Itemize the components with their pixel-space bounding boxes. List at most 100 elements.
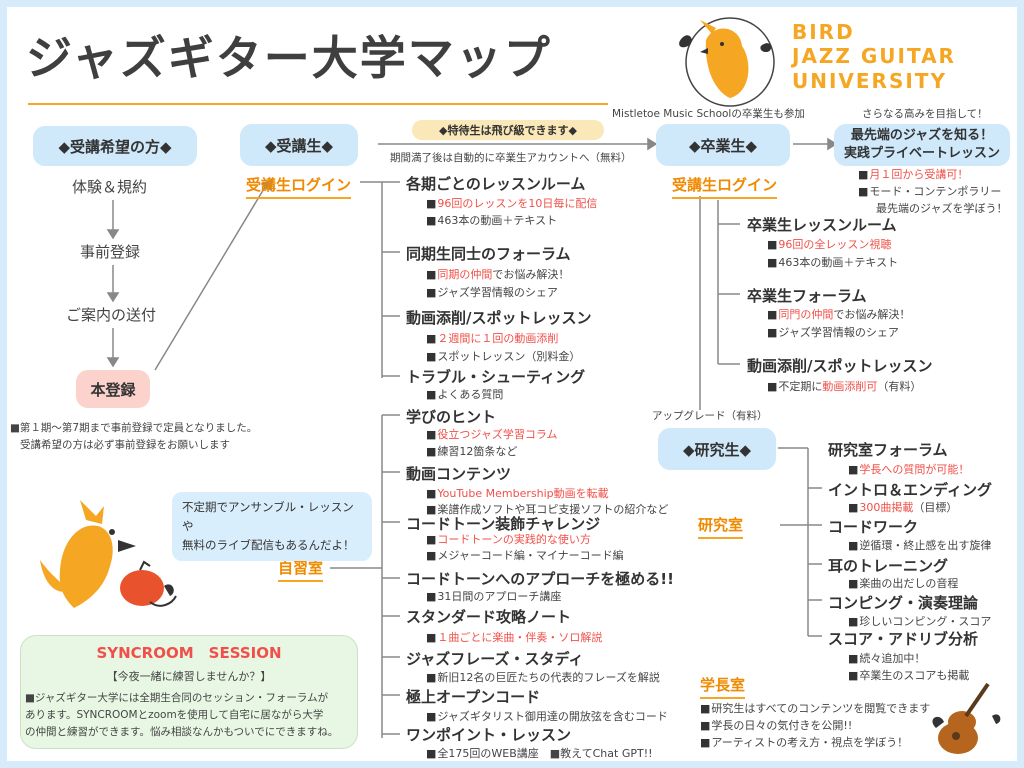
grad-forum-title: 卒業生フォーラム bbox=[747, 287, 867, 305]
preregister-note: 受講希望の方は必ず事前登録をお願いします bbox=[20, 439, 230, 451]
video-review-item-1: ２週間に１回の動画添削 bbox=[426, 330, 558, 346]
intro-ending-title: イントロ＆エンディング bbox=[828, 481, 992, 499]
hints-title: 学びのヒント bbox=[406, 408, 497, 426]
applicant-pill: ◆受講希望の方◆ bbox=[33, 126, 197, 166]
ear-training-item-1: 楽曲の出だしの音程 bbox=[848, 575, 958, 591]
intro-ending-item-1: 300曲掲載（目標） bbox=[848, 499, 957, 515]
president-room-label: 学長室 bbox=[700, 674, 746, 699]
step-trial: 体験＆規約 bbox=[72, 178, 148, 196]
self-study-room-label: 自習室 bbox=[278, 557, 324, 582]
comping-title: コンピング・演奏理論 bbox=[828, 594, 979, 612]
lesson-room-item-1: 96回のレッスンを10日毎に配信 bbox=[426, 195, 597, 211]
mistletoe-note: Mistletoe Music Schoolの卒業生も参加 bbox=[612, 108, 805, 120]
hints-item-1: 役立つジャズ学習コラム bbox=[426, 426, 558, 442]
logo-text-line-1: BIRD bbox=[792, 20, 855, 44]
chord-work-item-1: 逆循環・終止感を出す旋律 bbox=[848, 537, 991, 553]
score-analysis-item-1: 続々追加中！ bbox=[848, 650, 925, 666]
comping-item-1: 珍しいコンピング・スコア bbox=[848, 613, 991, 629]
one-point-item-1: 全175回のWEB講座 ■教えてChat GPT!! bbox=[426, 745, 653, 761]
president-item-2: 学長の日々の気付きを公開!! bbox=[700, 717, 852, 733]
research-forum-item-1: 学長への質問が可能！ bbox=[848, 461, 969, 477]
chordtone-challenge-item-2: メジャーコード編・マイナーコード編 bbox=[426, 547, 624, 563]
president-item-3: アーティストの考え方・視点を学ぼう！ bbox=[700, 734, 908, 750]
lesson-room-title: 各期ごとのレッスンルーム bbox=[406, 175, 586, 193]
bird-mascot-icon bbox=[40, 500, 177, 608]
grad-lesson-room-title: 卒業生レッスンルーム bbox=[747, 216, 897, 234]
session-body-line-1: ■ジャズギター大学には全期生合同のセッション・フォーラムが bbox=[25, 692, 329, 704]
upgrade-note: アップグレード（有料） bbox=[652, 410, 768, 422]
bird-logo-icon bbox=[679, 20, 772, 98]
private-lesson-pill: 最先端のジャズを知る！ 実践プライベートレッスン bbox=[834, 124, 1010, 166]
private-item-2: モード・コンテンポラリー bbox=[858, 183, 1001, 199]
hints-item-2: 練習12箇条など bbox=[426, 443, 517, 459]
bubble-line-2: 無料のライブ配信もあるんだよ！ bbox=[182, 538, 355, 552]
open-chord-item-1: ジャズギタリスト御用達の開放弦を含むコード bbox=[426, 708, 668, 724]
step-guide: ご案内の送付 bbox=[66, 306, 157, 324]
student-login-link[interactable]: 受講生ログイン bbox=[246, 174, 352, 199]
research-room-label: 研究室 bbox=[698, 514, 744, 539]
phrase-study-title: ジャズフレーズ・スタディ bbox=[406, 650, 584, 668]
video-content-item-1: YouTube Membership動画を転載 bbox=[426, 485, 609, 501]
graduate-login-link[interactable]: 受講生ログイン bbox=[672, 174, 778, 199]
grad-video-review-item-1: 不定期に動画添削可（有料） bbox=[767, 378, 921, 394]
lesson-room-item-2: 463本の動画＋テキスト bbox=[426, 212, 557, 228]
one-point-title: ワンポイント・レッスン bbox=[406, 726, 572, 744]
graduate-pill: ◆卒業生◆ bbox=[656, 124, 790, 166]
session-body-line-2: あります。SYNCROOMとzoomを使用して自宅に居ながら大学 bbox=[25, 709, 324, 721]
step-preregister: 事前登録 bbox=[80, 243, 141, 261]
ear-training-title: 耳のトレーニング bbox=[828, 557, 949, 575]
page-title: ジャズギター大学マップ bbox=[26, 31, 552, 85]
logo-text-line-2: JAZZ GUITAR bbox=[792, 44, 956, 68]
forum-title: 同期生同士のフォーラム bbox=[406, 245, 571, 263]
auto-graduate-note: 期間満了後は自動的に卒業生アカウントへ（無料） bbox=[390, 152, 632, 164]
chordtone-challenge-item-1: コードトーンの実践的な使い方 bbox=[426, 531, 591, 547]
logo-text-line-3: UNIVERSITY bbox=[792, 69, 947, 93]
approach-title: コードトーンへのアプローチを極める!! bbox=[406, 570, 674, 588]
guitar-icon bbox=[932, 682, 1001, 754]
president-item-1: 研究生はすべてのコンテンツを閲覧できます bbox=[700, 700, 930, 716]
capacity-note: ■第１期〜第7期まで事前登録で定員となりました。 bbox=[10, 422, 258, 434]
private-lesson-line-2: 実践プライベートレッスン bbox=[843, 146, 1000, 161]
forum-item-2: ジャズ学習情報のシェア bbox=[426, 284, 558, 300]
approach-item-1: 31日間のアプローチ講座 bbox=[426, 588, 561, 604]
score-analysis-title: スコア・アドリブ分析 bbox=[828, 630, 979, 648]
session-body: ■ジャズギター大学には全期生合同のセッション・フォーラムが あります。SYNCR… bbox=[25, 690, 338, 741]
bubble-line-1: 不定期でアンサンブル・レッスンや bbox=[182, 500, 354, 533]
session-body-line-3: の仲間と練習ができます。悩み相談なんかもついでにできますね。 bbox=[25, 726, 339, 738]
troubleshooting-item-1: よくある質問 bbox=[426, 386, 503, 402]
chordtone-challenge-title: コードトーン装飾チャレンジ bbox=[406, 515, 601, 533]
student-pill: ◆受講生◆ bbox=[240, 124, 358, 166]
private-item-1: 月１回から受講可！ bbox=[858, 166, 968, 182]
special-student-pill: ◆特待生は飛び級できます◆ bbox=[412, 120, 604, 140]
grad-forum-item-1: 同門の仲間でお悩み解決！ bbox=[767, 306, 910, 322]
session-subtitle: 【今夜一緒に練習しませんか？】 bbox=[106, 670, 272, 683]
score-analysis-item-2: 卒業生のスコアも掲載 bbox=[848, 667, 969, 683]
troubleshooting-title: トラブル・シューティング bbox=[406, 368, 586, 386]
title-underline bbox=[28, 103, 608, 105]
register-pill: 本登録 bbox=[76, 370, 150, 408]
video-review-title: 動画添削/スポットレッスン bbox=[406, 309, 592, 327]
chord-work-title: コードワーク bbox=[828, 518, 919, 536]
grad-video-review-title: 動画添削/スポットレッスン bbox=[747, 357, 933, 375]
grad-lesson-room-item-2: 463本の動画＋テキスト bbox=[767, 254, 898, 270]
speech-bubble: 不定期でアンサンブル・レッスンや 無料のライブ配信もあるんだよ！ bbox=[172, 492, 372, 561]
research-forum-title: 研究室フォーラム bbox=[828, 441, 948, 459]
video-content-item-2: 楽譜作成ソフトや耳コピ支援ソフトの紹介など bbox=[426, 501, 668, 517]
session-title: SYNCROOM SESSION bbox=[96, 644, 282, 662]
phrase-study-item-1: 新旧12名の巨匠たちの代表的フレーズを解説 bbox=[426, 669, 660, 685]
higher-goal-note: さらなる高みを目指して！ bbox=[862, 108, 988, 120]
video-content-title: 動画コンテンツ bbox=[406, 465, 512, 483]
grad-lesson-room-item-1: 96回の全レッスン視聴 bbox=[767, 236, 891, 252]
video-review-item-2: スポットレッスン（別料金） bbox=[426, 348, 580, 364]
forum-item-1: 同期の仲間でお悩み解決！ bbox=[426, 266, 569, 282]
open-chord-title: 極上オープンコード bbox=[406, 688, 541, 706]
private-tail: 最先端のジャズを学ぼう！ bbox=[876, 202, 1008, 215]
grad-forum-item-2: ジャズ学習情報のシェア bbox=[767, 324, 899, 340]
standard-notes-item-1: １曲ごとに楽曲・伴奏・ソロ解説 bbox=[426, 629, 602, 645]
standard-notes-title: スタンダード攻略ノート bbox=[406, 608, 572, 626]
research-pill: ◆研究生◆ bbox=[658, 428, 776, 470]
syncroom-session-box: SYNCROOM SESSION 【今夜一緒に練習しませんか？】 ■ジャズギター… bbox=[20, 635, 358, 749]
private-lesson-line-1: 最先端のジャズを知る！ bbox=[850, 128, 994, 143]
